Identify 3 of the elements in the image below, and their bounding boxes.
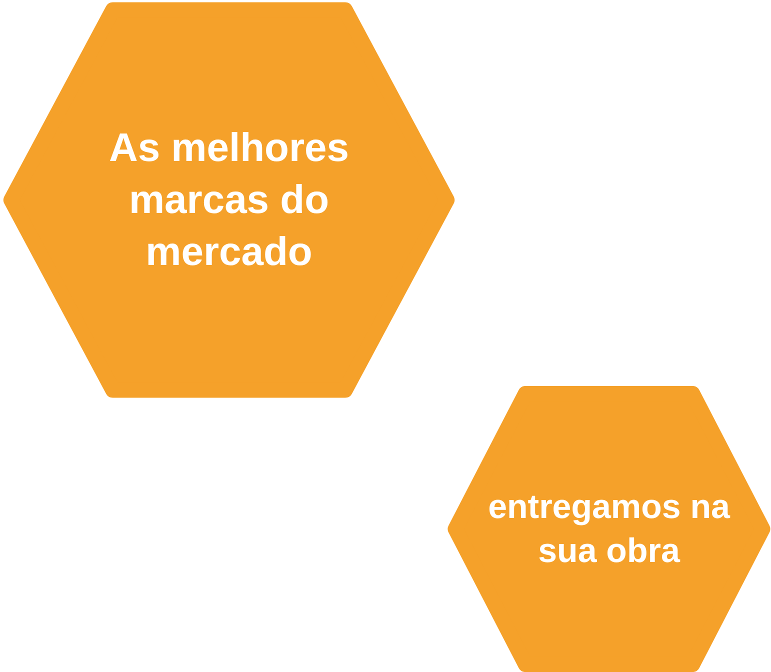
hexagon (447, 386, 771, 672)
hexagon-label: As melhores marcas do mercado (108, 125, 350, 276)
hexagon-label: entregamos na sua obra (487, 486, 732, 572)
